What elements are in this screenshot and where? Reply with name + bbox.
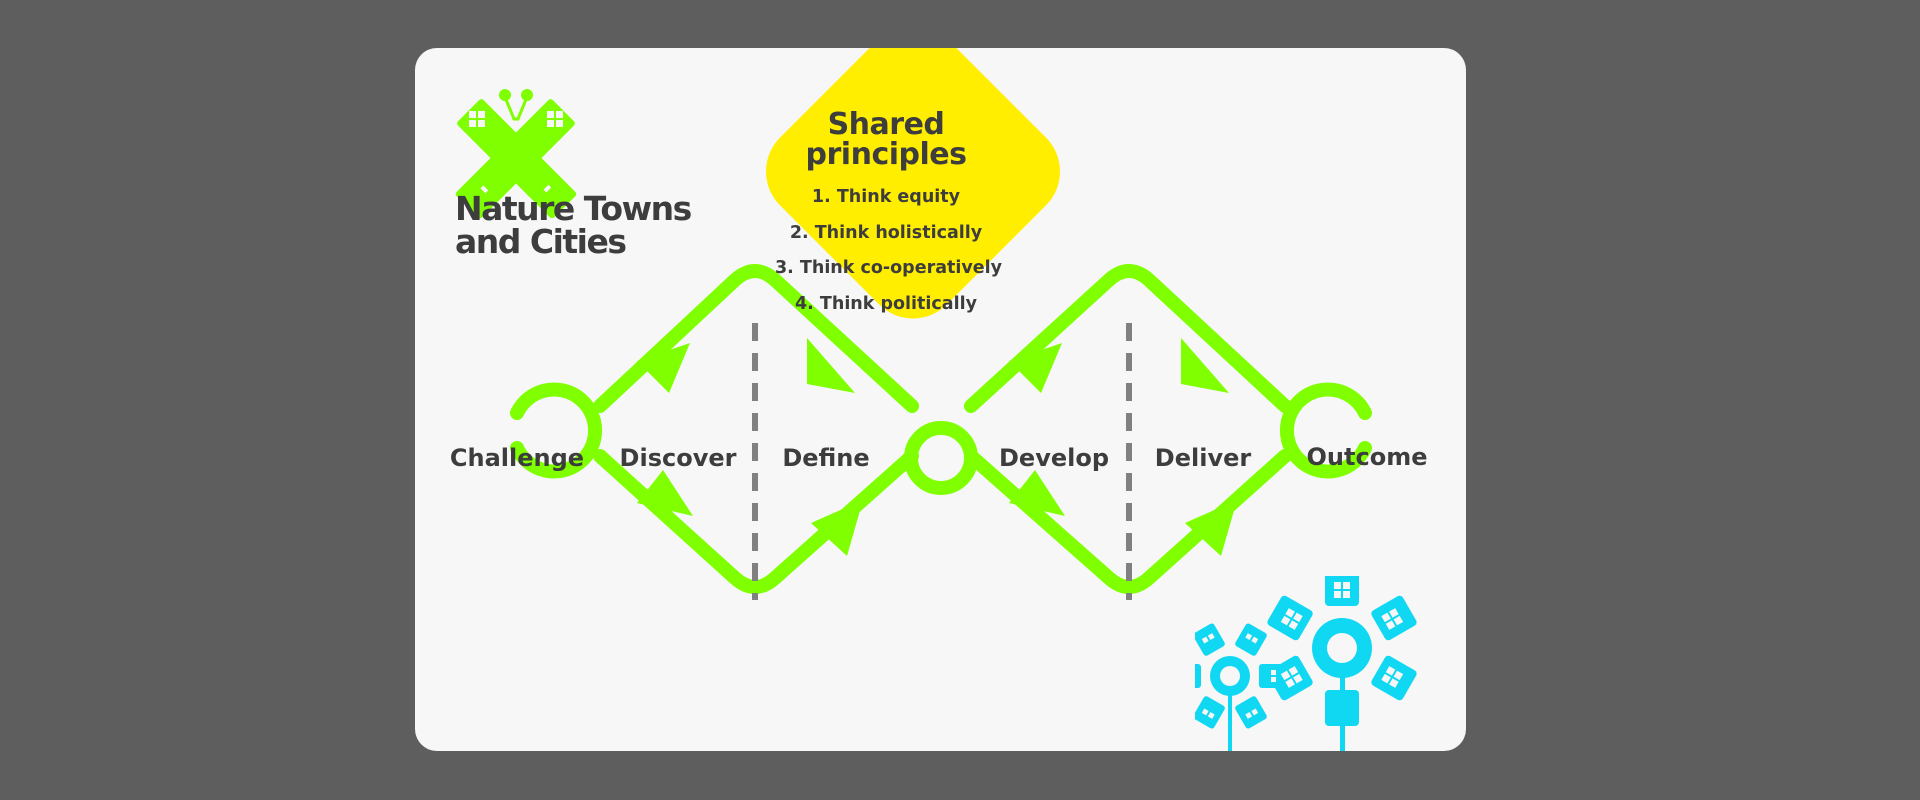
- brand-wordmark: Nature Towns and Cities: [455, 189, 692, 261]
- arrow-8: [1185, 500, 1237, 556]
- principle-item: 3. Think co-operatively: [775, 258, 1003, 278]
- diagram-card: Nature Towns and Cities: [415, 48, 1466, 751]
- diamond-1-top: [593, 264, 919, 413]
- diamond-1-bottom: [593, 449, 919, 594]
- arrow-5: [1009, 343, 1062, 393]
- building-flowers-icon: [1195, 576, 1417, 751]
- principles-list: 1. Think equity 2. Think holistically 3.…: [775, 180, 1003, 322]
- arrow-4: [811, 500, 863, 556]
- stage-develop: Develop: [998, 444, 1110, 472]
- principle-item: 4. Think politically: [795, 293, 977, 314]
- stage-discover: Discover: [619, 444, 737, 472]
- logo-icon: [455, 89, 577, 219]
- diamond-2-bottom: [964, 449, 1292, 594]
- principles-diamond: [766, 48, 1061, 319]
- arrow-1: [637, 343, 690, 393]
- arrow-6: [1181, 338, 1229, 393]
- junction-ring: [904, 421, 978, 495]
- arrow-3: [637, 470, 693, 516]
- brand-line-2: and Cities: [455, 222, 627, 261]
- principles-title: Shared principles: [805, 107, 967, 172]
- shared-principles: Shared principles 1. Think equity 2. Thi…: [775, 107, 1003, 322]
- arrow-2: [807, 338, 855, 393]
- double-diamond-diagram: [510, 48, 1372, 600]
- stage-deliver: Deliver: [1154, 444, 1252, 472]
- challenge-ring: [510, 382, 603, 479]
- principle-item: 1. Think equity: [811, 187, 961, 207]
- arrow-7: [1009, 470, 1065, 516]
- stage-outcome: Outcome: [1306, 443, 1428, 471]
- outcome-ring: [1279, 382, 1372, 479]
- principle-item: 2. Think holistically: [789, 222, 983, 243]
- diamond-2-top: [964, 264, 1292, 413]
- stage-define: Define: [782, 444, 870, 472]
- stage-challenge: Challenge: [449, 444, 585, 472]
- brand-line-1: Nature Towns: [455, 189, 692, 228]
